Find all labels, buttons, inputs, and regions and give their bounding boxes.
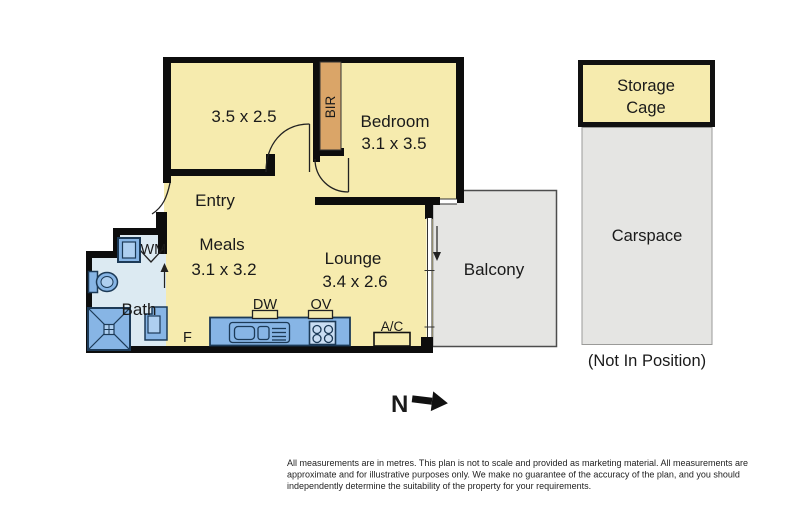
slider-arrow-icon xyxy=(433,226,441,261)
bedroom-label: Bedroom xyxy=(361,112,430,131)
bedroom-door-arc xyxy=(314,158,349,193)
kitchen xyxy=(209,309,411,347)
wall xyxy=(163,57,171,183)
bir-robe xyxy=(319,61,342,151)
lounge-label: Lounge xyxy=(325,249,382,268)
oven-label: OV xyxy=(311,297,332,313)
walls xyxy=(86,57,464,353)
wall xyxy=(313,148,344,156)
wall xyxy=(425,203,433,219)
disclaimer-line3: independently determine the suitability … xyxy=(287,481,591,491)
cooktop xyxy=(308,320,337,346)
entry-door-arc xyxy=(151,182,171,215)
bedroom-dims-label: 3.1 x 3.5 xyxy=(361,134,426,153)
oven-marker xyxy=(307,309,334,320)
cooktop-burner xyxy=(312,333,322,344)
bir-label: BIR xyxy=(323,96,338,119)
balcony-area xyxy=(431,189,558,348)
room1-dims-label: 3.5 x 2.5 xyxy=(211,107,276,126)
wall xyxy=(86,251,92,353)
bedroom-balcony-window xyxy=(440,198,457,205)
ac-unit xyxy=(373,331,411,347)
sink-bowl xyxy=(233,325,256,341)
carspace-label: Carspace xyxy=(612,227,683,245)
meals-dims-label: 3.1 x 3.2 xyxy=(191,260,256,279)
dishwasher-marker xyxy=(251,309,279,320)
lounge-dims-label: 3.4 x 2.6 xyxy=(322,272,387,291)
toilet-bowl xyxy=(100,276,114,288)
wall xyxy=(113,228,120,258)
storage-cage-label-line2: Cage xyxy=(626,99,665,117)
wall xyxy=(266,154,275,176)
bath-label: Bath xyxy=(122,300,157,319)
wall xyxy=(313,57,320,162)
room-door-arc xyxy=(265,123,310,173)
wall xyxy=(113,228,166,235)
sink-half-bowl xyxy=(257,325,270,341)
wall xyxy=(163,169,270,176)
lounge-balcony-slider-window xyxy=(424,218,435,337)
disclaimer-line2: approximate and for illustrative purpose… xyxy=(287,470,740,480)
wall xyxy=(86,346,433,353)
balcony-label: Balcony xyxy=(464,260,525,279)
ac-label: A/C xyxy=(381,319,404,334)
apartment-floor xyxy=(164,60,460,350)
north-label: N xyxy=(391,391,408,418)
washing-machine-label: WM xyxy=(141,242,167,258)
not-in-position-note: (Not In Position) xyxy=(588,352,706,370)
wall xyxy=(315,197,440,205)
fridge-label: F xyxy=(183,330,192,346)
meals-label: Meals xyxy=(199,235,244,254)
storage-cage-label-line1: Storage xyxy=(617,77,675,95)
vanity-basin xyxy=(147,315,161,334)
wall xyxy=(86,251,120,258)
disclaimer-line1: All measurements are in metres. This pla… xyxy=(287,458,748,468)
north-arrow-icon xyxy=(411,391,448,412)
storage-cage-area xyxy=(578,60,715,127)
carspace-area xyxy=(581,127,713,345)
wall xyxy=(421,337,433,353)
sink xyxy=(228,321,291,344)
bath-door-arrow-icon xyxy=(160,263,169,288)
dishwasher-label: DW xyxy=(253,297,277,313)
bath-fixtures xyxy=(87,237,168,351)
cooktop-burner xyxy=(323,324,334,335)
washing-machine-door xyxy=(121,241,137,259)
entry-label: Entry xyxy=(195,191,235,210)
cooktop-burner xyxy=(312,324,322,335)
cooktop-burner xyxy=(323,333,334,344)
wall xyxy=(456,57,464,203)
laundry-door-fold xyxy=(138,248,164,263)
